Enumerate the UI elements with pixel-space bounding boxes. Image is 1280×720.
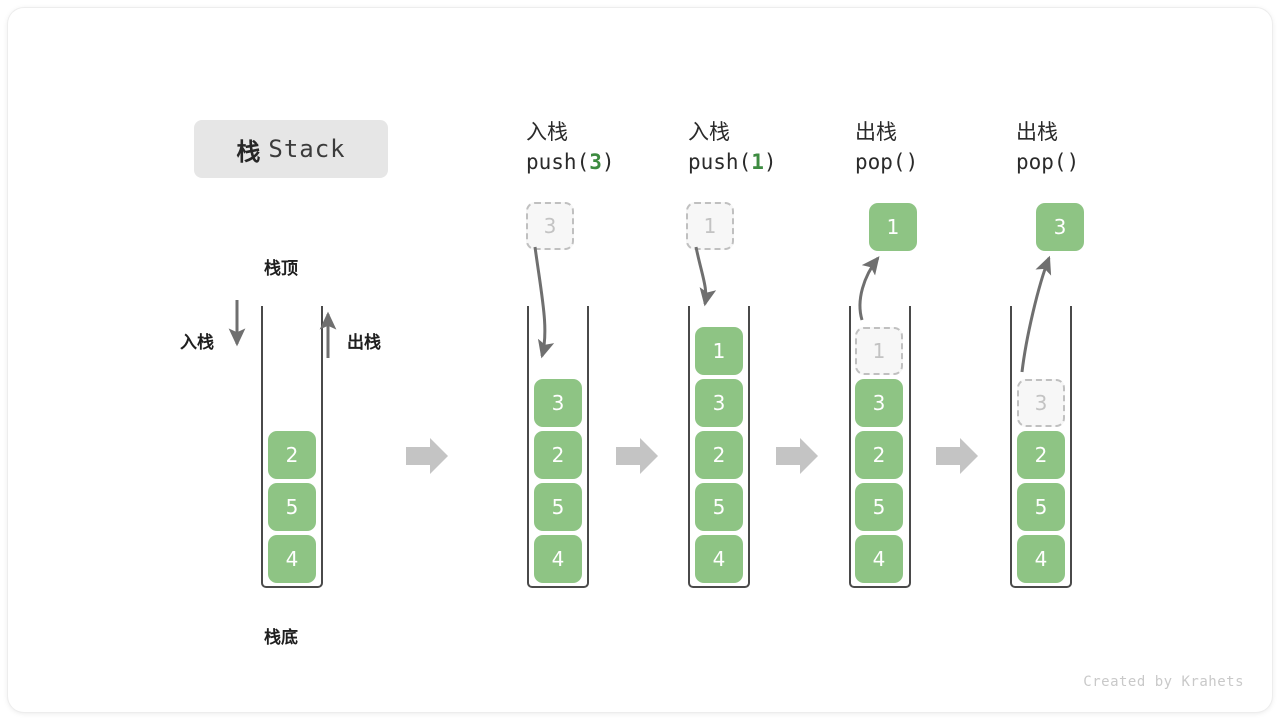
stack-top-caption: 栈顶 — [264, 259, 298, 279]
stack-container-initial — [261, 306, 323, 588]
step-label-cn-pop-2: 出栈 — [1016, 120, 1058, 144]
stack-container-push-3 — [527, 306, 589, 588]
stack-cell: 3 — [855, 379, 903, 427]
stack-cell: 2 — [695, 431, 743, 479]
transition-arrow — [776, 438, 818, 474]
stack-bottom-caption: 栈底 — [264, 628, 298, 648]
popped-cell: 3 — [1036, 203, 1084, 251]
step-label-cn-push-1: 入栈 — [688, 120, 730, 144]
stack-container-pop-1 — [849, 306, 911, 588]
stack-cell: 4 — [534, 535, 582, 583]
stack-cell: 2 — [855, 431, 903, 479]
step-label-cn-push-3: 入栈 — [526, 120, 568, 144]
pop-direction-label: 出栈 — [347, 333, 381, 353]
step-label-fn-pop-1: pop() — [855, 150, 918, 174]
stack-cell: 5 — [534, 483, 582, 531]
transition-arrow — [616, 438, 658, 474]
page-title: 栈 Stack — [194, 120, 388, 178]
step-label-fn-push-1: push(1) — [688, 150, 777, 174]
stack-cell: 3 — [1017, 379, 1065, 427]
push-1-curve-arrow — [694, 246, 717, 307]
stack-cell: 4 — [1017, 535, 1065, 583]
step-fn-name: pop( — [855, 150, 906, 174]
stack-container-push-1 — [688, 306, 750, 588]
step-fn-arg: 1 — [751, 150, 764, 174]
step-label-cn-pop-1: 出栈 — [855, 120, 897, 144]
step-fn-arg: 3 — [589, 150, 602, 174]
stack-cell: 4 — [855, 535, 903, 583]
transition-arrow — [406, 438, 448, 474]
stack-cell: 1 — [695, 327, 743, 375]
stack-cell: 2 — [268, 431, 316, 479]
stack-cell: 1 — [855, 327, 903, 375]
stack-cell: 5 — [268, 483, 316, 531]
stack-cell: 3 — [534, 379, 582, 427]
watermark: Created by Krahets — [1083, 674, 1244, 690]
incoming-ghost-cell: 1 — [686, 202, 734, 250]
step-fn-name: pop( — [1016, 150, 1067, 174]
stack-cell: 2 — [1017, 431, 1065, 479]
push-direction-label: 入栈 — [180, 333, 214, 353]
stack-cell: 5 — [695, 483, 743, 531]
stack-container-pop-2 — [1010, 306, 1072, 588]
popped-cell: 1 — [869, 203, 917, 251]
page-title-en: Stack — [268, 135, 346, 163]
arrow-overlay — [228, 246, 1052, 474]
stack-cell: 3 — [695, 379, 743, 427]
transition-arrow — [936, 438, 978, 474]
stack-cell: 4 — [695, 535, 743, 583]
incoming-ghost-cell: 3 — [526, 202, 574, 250]
step-fn-name: push( — [526, 150, 590, 174]
step-fn-close: ) — [1066, 150, 1080, 174]
stack-cell: 5 — [855, 483, 903, 531]
stack-cell: 4 — [268, 535, 316, 583]
step-fn-name: push( — [688, 150, 752, 174]
step-label-fn-pop-2: pop() — [1016, 150, 1079, 174]
stack-cell: 2 — [534, 431, 582, 479]
stack-cell: 5 — [1017, 483, 1065, 531]
page-title-cn: 栈 — [236, 137, 261, 166]
diagram-card: 栈 Stack 栈顶 栈底 入栈 出栈 2 5 4 入栈 push(3) 3 3… — [8, 8, 1272, 712]
step-label-fn-push-3: push(3) — [526, 150, 615, 174]
step-fn-close: ) — [763, 150, 777, 174]
step-fn-close: ) — [905, 150, 919, 174]
step-fn-close: ) — [601, 150, 615, 174]
